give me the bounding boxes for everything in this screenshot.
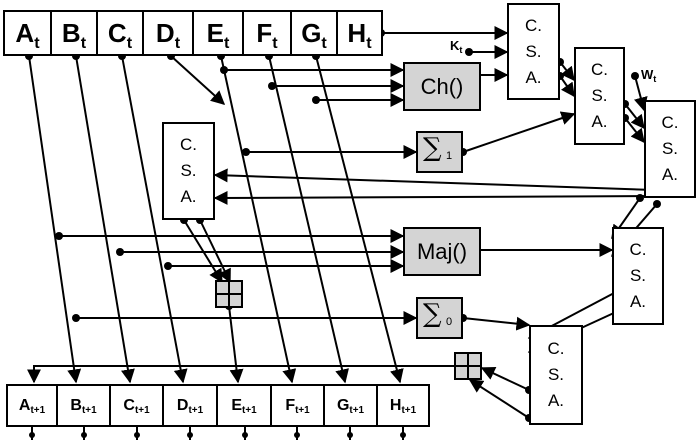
register-letter: A [15, 18, 35, 48]
register-h-current: Ht [336, 10, 383, 56]
register-letter: B [61, 18, 81, 48]
maj-function-box: Maj() [403, 227, 481, 276]
register-letter: G [336, 397, 350, 414]
register-subscript: t [272, 33, 278, 52]
csa-label-s: S. [547, 365, 565, 384]
csa-label-s: S. [525, 41, 542, 61]
csa-label-s: S. [629, 266, 647, 285]
sigma1-box: ∑ 1 [416, 131, 463, 173]
register-subscript: t+1 [30, 405, 46, 417]
csa-block-bottom: C. S. A. [529, 325, 583, 425]
register-c-next: Ct+1 [109, 384, 164, 427]
ch-label: Ch() [420, 73, 464, 99]
csa-block-2: C. S. A. [574, 47, 625, 145]
csa-block-left: C. S. A. [162, 122, 215, 220]
register-subscript: t+1 [188, 405, 204, 417]
csa-block-3: C. S. A. [644, 100, 696, 198]
ch-function-box: Ch() [403, 62, 481, 111]
register-letter: E [231, 397, 243, 414]
register-subscript: t [223, 33, 230, 52]
register-letter: A [18, 397, 31, 414]
register-letter: F [285, 397, 296, 414]
sigma-symbol: ∑ [423, 299, 442, 329]
register-d-next: Dt+1 [162, 384, 218, 427]
register-letter: C [123, 397, 135, 414]
register-letter: E [206, 18, 224, 48]
sigma-symbol: ∑ [423, 133, 442, 163]
csa-label-a: A. [180, 187, 197, 206]
register-a-current: At [3, 10, 52, 56]
k-input-label: Kt [450, 38, 463, 55]
csa-label-a: A. [547, 391, 565, 410]
register-subscript: t [174, 33, 181, 52]
csa-block-4: C. S. A. [612, 227, 664, 325]
maj-label: Maj() [416, 238, 468, 264]
register-g-next: Gt+1 [323, 384, 378, 427]
sigma0-box: ∑ 0 [416, 297, 463, 339]
csa-label-a: A. [629, 292, 647, 311]
csa-label-s: S. [591, 86, 608, 105]
register-f-current: Ft [242, 10, 292, 56]
sigma1-index: 1 [446, 150, 453, 162]
register-subscript: t [80, 33, 87, 52]
csa-label-c: C. [547, 339, 565, 358]
register-d-current: Dt [142, 10, 194, 56]
csa-label-s: S. [661, 139, 679, 158]
w-letter: W [641, 67, 654, 82]
register-a-next: At+1 [6, 384, 58, 427]
csa-block-1: C. S. A. [507, 3, 560, 100]
csa-label-a: A. [591, 112, 608, 131]
register-letter: C [107, 18, 127, 48]
csa-label-c: C. [180, 135, 197, 154]
register-subscript: t+1 [81, 405, 97, 417]
k-letter: K [450, 38, 460, 53]
csa-label-c: C. [661, 113, 679, 132]
csa-label-a: A. [661, 165, 679, 184]
w-subscript: t [653, 73, 657, 84]
register-b-current: Bt [50, 10, 98, 56]
register-subscript: t [321, 33, 327, 52]
csa-label-c: C. [629, 240, 647, 259]
register-f-next: Ft+1 [270, 384, 325, 427]
register-subscript: t+1 [401, 405, 417, 417]
register-letter: D [155, 18, 175, 48]
register-letter: H [347, 18, 367, 48]
adder-a [454, 352, 482, 380]
w-input-label: Wt [641, 67, 657, 84]
register-h-next: Ht+1 [376, 384, 430, 427]
register-letter: G [301, 18, 322, 48]
adder-e [215, 280, 243, 308]
csa-label-s: S. [180, 161, 197, 180]
sigma0-index: 0 [446, 316, 453, 328]
register-subscript: t+1 [349, 405, 365, 417]
register-g-current: Gt [290, 10, 338, 56]
register-letter: F [256, 18, 273, 48]
register-letter: B [70, 397, 82, 414]
csa-label-c: C. [525, 15, 542, 35]
register-subscript: t+1 [134, 405, 150, 417]
register-b-next: Bt+1 [56, 384, 111, 427]
register-letter: H [389, 397, 402, 414]
k-subscript: t [459, 44, 463, 55]
register-subscript: t+1 [242, 405, 257, 417]
register-subscript: t [34, 33, 40, 52]
register-subscript: t+1 [295, 405, 310, 417]
register-c-current: Ct [96, 10, 144, 56]
csa-label-c: C. [591, 60, 608, 79]
register-subscript: t [366, 33, 372, 52]
csa-label-a: A. [525, 67, 542, 87]
register-e-current: Et [192, 10, 244, 56]
register-e-next: Et+1 [216, 384, 272, 427]
register-letter: D [176, 397, 189, 414]
register-subscript: t [126, 33, 133, 52]
